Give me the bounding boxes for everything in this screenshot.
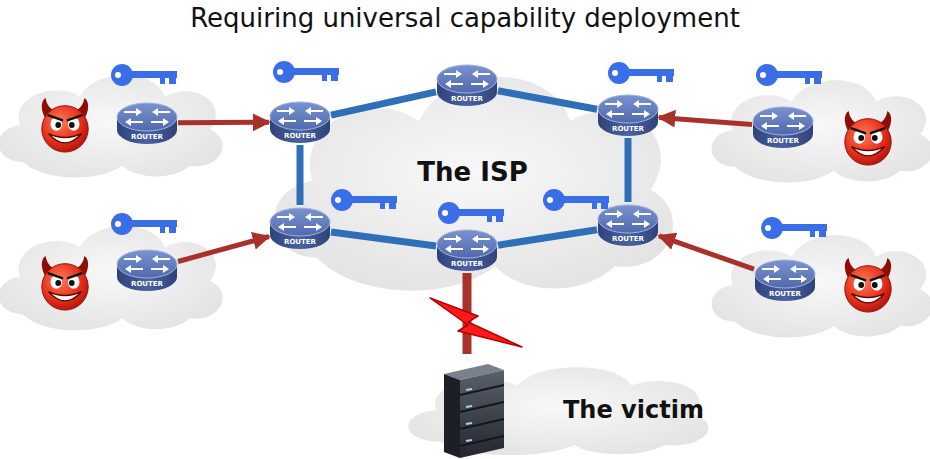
capability-key [111,213,177,235]
capability-key [543,189,609,211]
attacker-devil [845,111,891,165]
attack-arrow [659,117,752,124]
attacker-cloud [0,226,223,331]
attacker-devil [42,256,88,310]
router-label: ROUTER [752,136,814,147]
router-label: ROUTER [269,237,331,248]
router-label: ROUTER [597,124,659,135]
router-body [598,95,658,136]
backbone-link [297,145,304,205]
flood-link [463,273,472,354]
capability-key [331,189,397,211]
capability-key [438,202,504,224]
server-icon [444,364,504,458]
router-body [753,107,813,148]
router-icon: ROUTER [754,257,816,303]
backbone-link [331,92,436,115]
isp-cloud: The ISP ROUTER ROUTER ROUTER ROUTER ROUTER ROU… [250,45,695,300]
router-label: ROUTER [436,94,498,105]
backbone-link [498,230,597,245]
server-lights [466,389,472,441]
attack-arrow [178,120,269,126]
router-body [755,260,815,301]
attacker-cloud [0,75,223,177]
lightning-bolt [430,298,522,347]
capability-key [608,62,674,84]
router-body [117,103,177,144]
node-label: The ISP [250,157,695,187]
node-label: The victim [563,396,725,424]
router-label: ROUTER [116,279,178,290]
router-body [270,102,330,143]
server-front [460,370,504,458]
capability-key [111,64,177,86]
title-text: Requiring universal capability deploymen… [190,3,740,33]
capability-key [756,64,822,86]
router-icon: ROUTER [116,247,178,293]
router-icon: ROUTER [597,92,659,138]
router-icon: ROUTER [436,227,498,273]
capability-key [273,61,339,83]
router-label: ROUTER [269,131,331,142]
attacker-cloud [712,80,930,182]
router-body [437,230,497,271]
attack-arrow [659,236,754,269]
capability-key [761,217,827,239]
router-body [437,65,497,106]
attacker-devil [845,258,891,312]
attacker-cloud [712,235,930,337]
router-label: ROUTER [436,259,498,270]
router-body [270,208,330,249]
victim-cloud: The victim [390,354,725,459]
server-slots [460,385,504,446]
router-icon: ROUTER [752,104,814,150]
router-icon: ROUTER [436,62,498,108]
router-body [117,250,177,291]
router-icon: ROUTER [269,99,331,145]
router-label: ROUTER [116,132,178,143]
router-label: ROUTER [754,289,816,300]
router-icon: ROUTER [116,100,178,146]
router-icon: ROUTER [269,205,331,251]
router-body [598,205,658,246]
router-label: ROUTER [597,234,659,245]
router-icon: ROUTER [597,202,659,248]
backbone-link [498,91,597,109]
backbone-link [331,232,436,246]
server-side [444,374,460,458]
attack-arrow [178,237,269,262]
title: Requiring universal capability deploymen… [0,1,930,35]
backbone-link [625,138,632,202]
attacker-devil [42,98,88,152]
server-top [444,364,504,380]
